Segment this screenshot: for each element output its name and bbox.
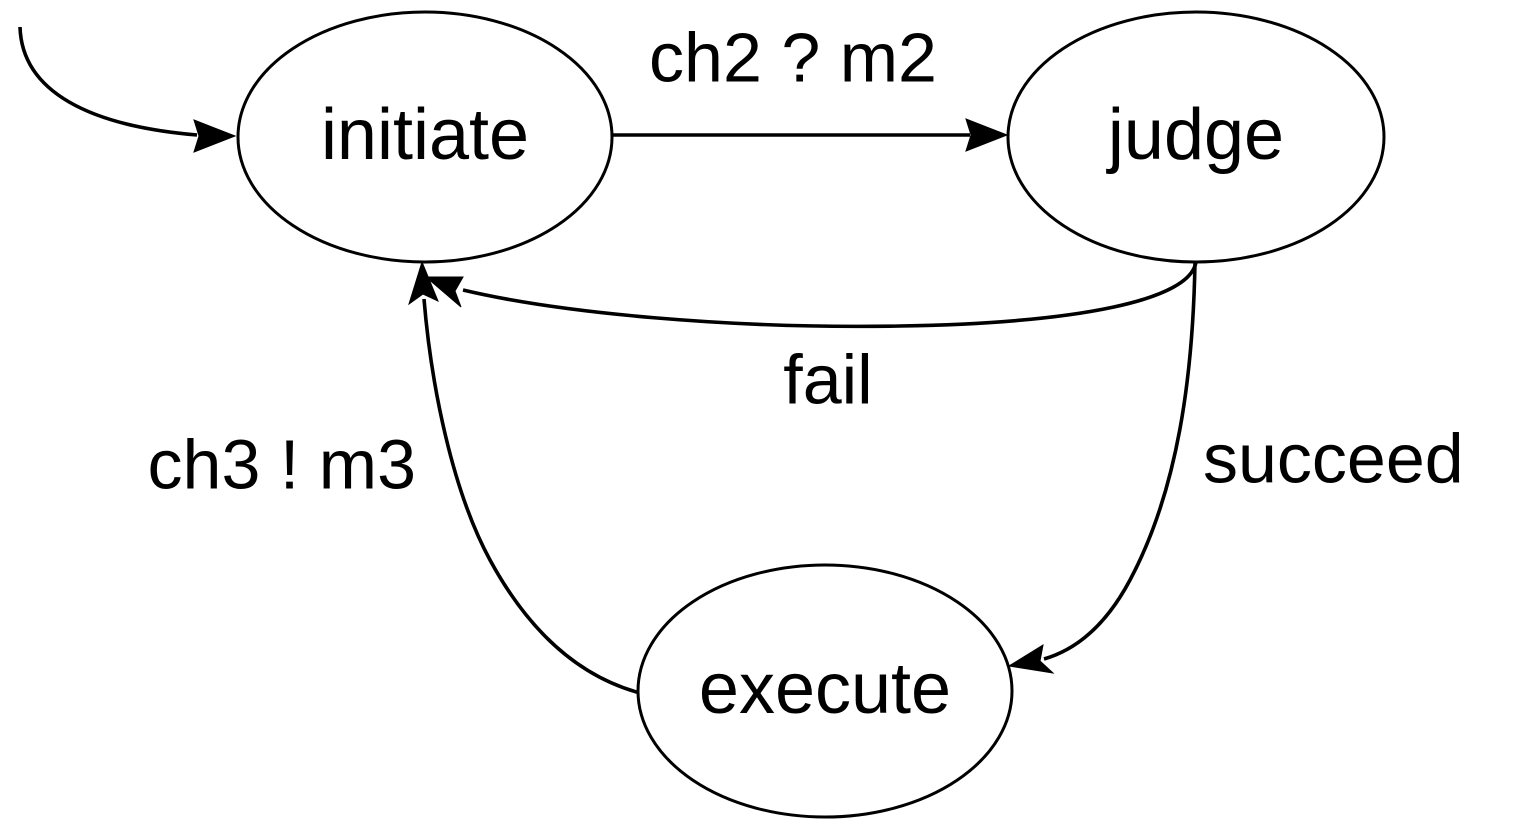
node-judge-label: judge <box>1106 95 1284 175</box>
edge-judge-to-initiate-path <box>462 261 1198 329</box>
node-initiate[interactable]: initiate <box>236 10 614 264</box>
edge-label-succeed: succeed <box>1203 419 1464 497</box>
node-judge-shape[interactable] <box>1006 10 1386 264</box>
edge-judge-to-execute-path <box>1043 261 1197 661</box>
node-judge[interactable]: judge <box>1006 10 1386 264</box>
edge-label-ch2-m2: ch2 ? m2 <box>649 18 937 96</box>
edge-label-fail: fail <box>783 340 872 418</box>
node-initiate-shape[interactable] <box>236 10 614 264</box>
node-execute-label: execute <box>699 649 951 729</box>
edge-label-ch3-m3: ch3 ! m3 <box>148 425 416 503</box>
edge-judge-to-initiate-arrowhead <box>424 276 464 308</box>
edge-execute-to-initiate-arrowhead <box>408 260 439 306</box>
node-initiate-label: initiate <box>321 95 529 175</box>
node-execute-shape[interactable] <box>636 563 1014 819</box>
edge-execute-to-initiate-path <box>422 298 641 695</box>
edge-execute-to-initiate: ch3 ! m3 <box>148 260 641 695</box>
edge-entry-path <box>18 26 198 137</box>
edge-initiate-to-judge-arrowhead <box>965 118 1009 152</box>
edge-judge-to-execute: succeed <box>1007 261 1464 674</box>
edge-judge-to-execute-arrowhead <box>1007 643 1055 674</box>
edge-initiate-to-judge: ch2 ? m2 <box>612 18 1009 152</box>
node-execute[interactable]: execute <box>636 563 1014 819</box>
edge-entry-arrowhead <box>193 119 237 153</box>
edge-entry <box>18 26 237 153</box>
edge-judge-to-initiate: fail <box>424 261 1198 418</box>
